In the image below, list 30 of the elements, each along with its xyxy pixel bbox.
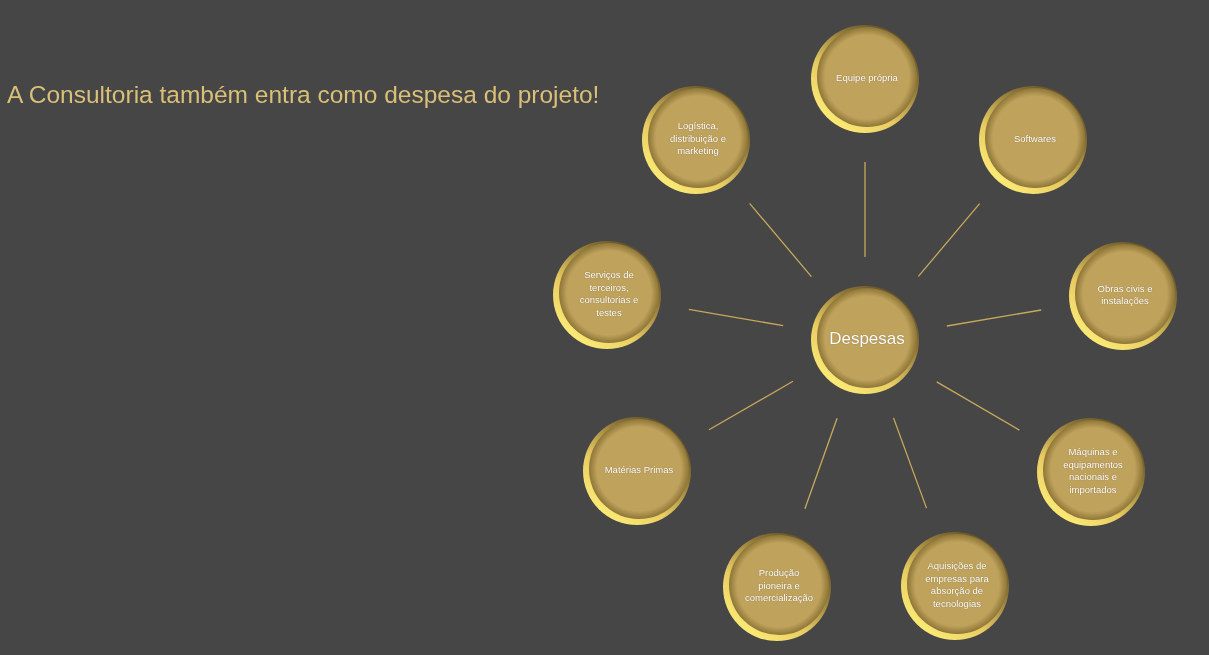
- hub-circle: [810, 285, 920, 395]
- connector-line: [688, 308, 784, 327]
- category-circle: [978, 85, 1088, 195]
- connector-line: [708, 380, 794, 431]
- connector-line: [864, 161, 866, 258]
- connector-line: [946, 309, 1042, 327]
- connector-line: [917, 202, 981, 278]
- node-label: Softwares: [1012, 132, 1058, 145]
- category-circle: [582, 416, 692, 526]
- category-circle: [722, 532, 832, 642]
- node-label: Aquisições de empresas para absorção de tecnologias: [924, 560, 990, 610]
- node-label: Despesas: [828, 329, 906, 349]
- heading: A Consultoria também entra como despesa do projeto!: [7, 81, 600, 109]
- category-circle: [810, 24, 920, 134]
- node-label: Máquinas e equipamentos nacionais e importados: [1062, 446, 1124, 496]
- category-circle: [1068, 241, 1178, 351]
- connector-line: [804, 417, 838, 510]
- category-circle: [641, 85, 751, 195]
- connector-line: [936, 381, 1020, 431]
- category-circle: [1036, 417, 1146, 527]
- node-label: Matérias Primas: [603, 463, 675, 476]
- node-label: Serviços de terceiros, consultorias e testes: [578, 269, 640, 319]
- node-label: Equipe própria: [835, 71, 899, 84]
- node-label: Logística, distribuição e marketing: [669, 120, 727, 158]
- connector-line: [892, 417, 928, 509]
- category-circle: [900, 531, 1010, 641]
- node-label: Obras civis e instalações: [1096, 282, 1154, 308]
- node-label: Produção pioneira e comercialização: [743, 567, 815, 605]
- category-circle: [552, 240, 662, 350]
- connector-line: [748, 202, 813, 278]
